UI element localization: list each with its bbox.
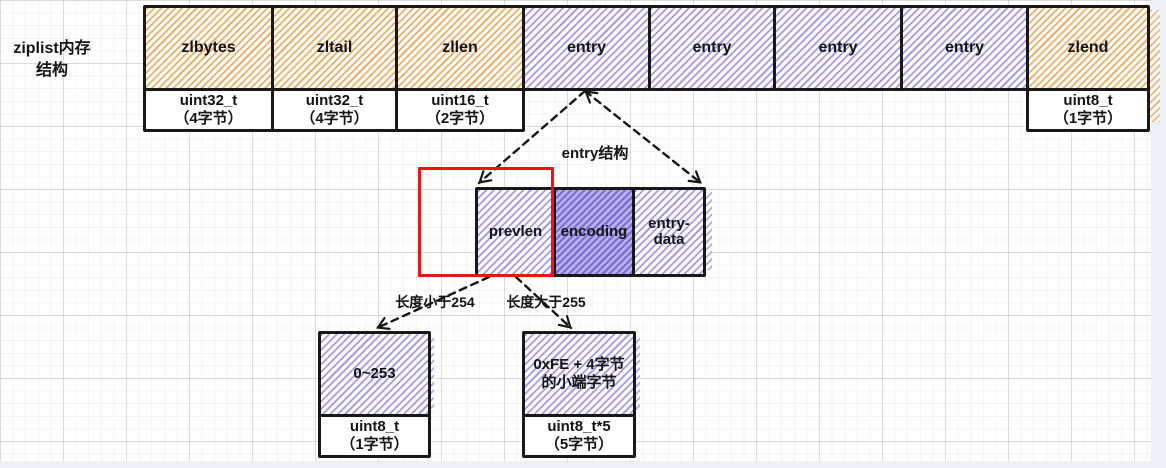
side-caption-line2: 结构 (35, 61, 68, 79)
type-box-zlend: uint8_t （1字节） (1026, 88, 1150, 132)
cell-label-zllen: zllen (442, 39, 478, 56)
type-box-zltail: uint32_t （4字节） (271, 88, 398, 132)
prevlen-large-value: 0xFE + 4字节的小端字节 (533, 356, 625, 391)
prevlen-large-box: 0xFE + 4字节的小端字节 (522, 331, 636, 417)
diagram-side-caption: ziplist内存 结构 (0, 38, 104, 81)
hatch-spill-rightbox (634, 336, 640, 410)
cell-label-zlend: zlend (1067, 39, 1109, 56)
field-label-entry-data: entry-data (648, 214, 690, 248)
entry-field-prevlen: prevlen (475, 187, 556, 277)
ziplist-cell-entry-3: entry (773, 5, 903, 91)
type-size: （2字节） (425, 110, 495, 127)
branch-label-gt255: 长度大于255 (506, 294, 586, 310)
ziplist-cell-entry-4: entry (900, 5, 1029, 91)
highlight-rectangle-prevlen (418, 167, 554, 277)
field-label-prevlen: prevlen (488, 222, 543, 240)
cell-label-zltail: zltail (316, 39, 353, 56)
type-size: （5字节） (544, 436, 614, 453)
type-size: （1字节） (1053, 110, 1123, 127)
type-name: uint8_t (1063, 92, 1113, 109)
ziplist-cell-entry-1: entry (522, 5, 651, 91)
ziplist-cell-zlend: zlend (1026, 5, 1150, 91)
entry-field-entry-data: entry-data (632, 187, 706, 277)
cell-label-zlbytes: zlbytes (181, 39, 236, 56)
prevlen-small-type-box: uint8_t （1字节） (318, 414, 431, 458)
entry-field-encoding: encoding (553, 187, 635, 277)
type-box-zlbytes: uint32_t （4字节） (143, 88, 274, 132)
type-size: （4字节） (300, 110, 369, 127)
type-name: uint16_t (431, 92, 489, 109)
ziplist-cell-zltail: zltail (271, 5, 398, 91)
type-name: uint8_t*5 (547, 418, 611, 435)
type-name: uint8_t (349, 418, 400, 435)
hatch-spill-entrydata (704, 192, 712, 270)
hatch-spill-leftbox (428, 336, 434, 412)
cell-label-entry-2: entry (692, 39, 732, 56)
cell-label-entry-4: entry (944, 39, 985, 56)
type-name: uint32_t (179, 92, 238, 109)
prevlen-small-box: 0~253 (318, 331, 431, 417)
ziplist-cell-zlbytes: zlbytes (143, 5, 274, 91)
prevlen-small-value: 0~253 (353, 365, 396, 382)
cell-label-entry-1: entry (566, 39, 607, 56)
type-name: uint32_t (305, 92, 364, 109)
prevlen-large-type-box: uint8_t*5 （5字节） (522, 414, 636, 458)
ziplist-cell-zllen: zllen (395, 5, 525, 91)
branch-label-lt254: 长度小于254 (395, 294, 475, 310)
type-size: （1字节） (340, 436, 409, 453)
type-box-zllen: uint16_t （2字节） (395, 88, 525, 132)
type-size: （4字节） (174, 110, 243, 127)
field-label-encoding: encoding (560, 222, 628, 240)
cell-label-entry-3: entry (818, 39, 858, 56)
ziplist-cell-entry-2: entry (648, 5, 776, 91)
hatch-spill-zlend (1150, 10, 1160, 122)
side-caption-line1: ziplist内存 (13, 40, 91, 57)
entry-struct-title: entry结构 (561, 145, 629, 162)
page-edge-bottom (0, 461, 1166, 468)
